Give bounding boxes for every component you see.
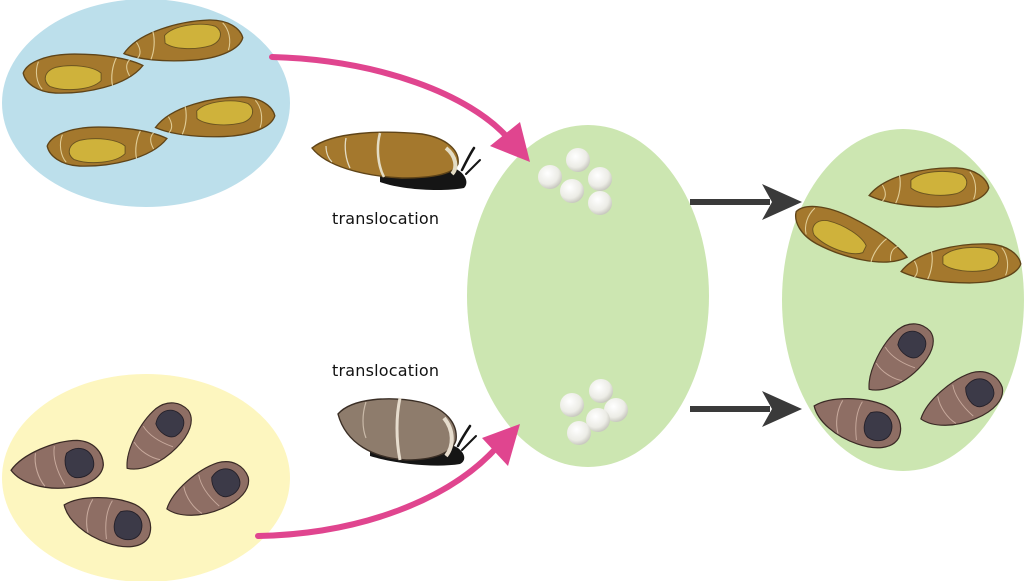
snail-egg-icon: [538, 165, 562, 189]
snail-egg-icon: [560, 179, 584, 203]
snail-egg-icon: [588, 191, 612, 215]
egg-cluster-bottom: [560, 379, 628, 445]
translocation-label-bottom: translocation: [332, 361, 440, 380]
olive-live-snail-icon: [311, 131, 481, 190]
snail-egg-icon: [589, 379, 613, 403]
snail-egg-icon: [588, 167, 612, 191]
source-habitat-yellow: [2, 374, 290, 581]
result-arrow-bottom: [690, 391, 802, 427]
snail-egg-icon: [604, 398, 628, 422]
result-arrow-top: [690, 184, 802, 220]
translocation-arrow-bottom: [255, 424, 520, 539]
snail-egg-icon: [560, 393, 584, 417]
egg-cluster-top: [538, 148, 612, 215]
brown-live-snail-icon: [337, 397, 477, 466]
snail-egg-icon: [586, 408, 610, 432]
new-habitat-green-middle: [467, 125, 709, 467]
translocation-arrow-top: [269, 54, 530, 162]
snail-egg-icon: [566, 148, 590, 172]
snail-egg-icon: [567, 421, 591, 445]
translocation-label-top: translocation: [332, 209, 440, 228]
